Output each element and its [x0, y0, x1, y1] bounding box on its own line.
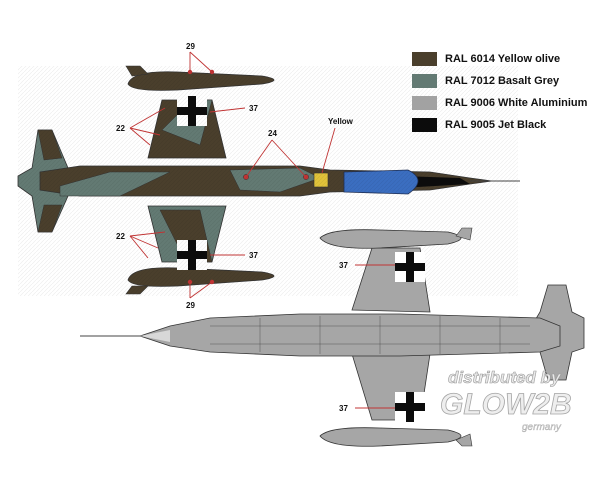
watermark-line1: distributed by	[448, 368, 562, 387]
underside-view-aircraft	[80, 227, 585, 447]
legend-swatch	[412, 52, 437, 66]
underside-cross-lower	[395, 392, 425, 422]
legend-item: RAL 9005 Jet Black	[412, 114, 592, 136]
watermark: distributed by GLOW2B germany	[440, 368, 572, 433]
watermark-logo: GLOW2B	[440, 388, 572, 421]
underside-fuselage	[138, 313, 561, 357]
callout-37-underside-lower: 37	[339, 404, 348, 413]
legend-label: RAL 7012 Basalt Grey	[445, 75, 560, 87]
watermark-line3: germany	[522, 422, 562, 433]
yellow-panel	[313, 172, 329, 188]
top-view-canopy	[343, 169, 419, 195]
callout-29-top: 29	[186, 42, 195, 51]
callout-37-lower: 37	[249, 251, 258, 260]
callout-24: 24	[268, 129, 277, 138]
legend-swatch	[412, 118, 437, 132]
underside-tip-tank-upper	[319, 229, 462, 249]
callout-22-upper: 22	[116, 124, 125, 133]
callout-37-upper: 37	[249, 104, 258, 113]
callout-yellow: Yellow	[328, 117, 354, 126]
top-view-cross-lower	[177, 240, 207, 270]
legend-label: RAL 9005 Jet Black	[445, 119, 547, 131]
legend-item: RAL 6014 Yellow olive	[412, 48, 592, 70]
legend-item: RAL 7012 Basalt Grey	[412, 70, 592, 92]
legend-swatch	[412, 74, 437, 88]
legend-swatch	[412, 96, 437, 110]
legend-label: RAL 6014 Yellow olive	[445, 53, 561, 65]
callout-22-lower: 22	[116, 232, 125, 241]
legend-item: RAL 9006 White Aluminium	[412, 92, 592, 114]
top-view-tip-tank-upper	[127, 71, 275, 91]
underside-cross-upper	[395, 252, 425, 282]
callout-37-underside-upper: 37	[339, 261, 348, 270]
leader-lines	[129, 51, 395, 409]
callout-29-bottom: 29	[186, 301, 195, 310]
top-view-cross-upper	[177, 96, 207, 126]
legend-label: RAL 9006 White Aluminium	[445, 97, 588, 109]
top-view-tip-tank-lower	[127, 267, 275, 287]
underside-tip-tank-lower	[319, 427, 462, 447]
color-legend: RAL 6014 Yellow olive RAL 7012 Basalt Gr…	[412, 48, 592, 136]
